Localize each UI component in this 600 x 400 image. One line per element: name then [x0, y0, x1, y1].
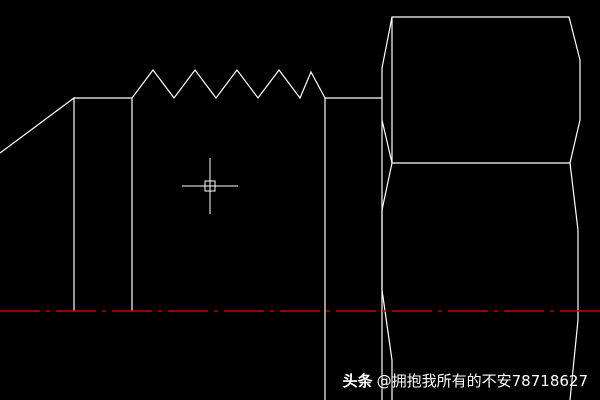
thread-profile[interactable] [131, 69, 326, 100]
watermark: 头条@拥抱我所有的不安78718627 [343, 370, 588, 391]
pickbox-icon [204, 180, 216, 192]
hex-nut-lower-left[interactable] [381, 162, 393, 400]
crosshair-cursor-icon [182, 158, 238, 214]
hex-nut-lower-right[interactable] [569, 162, 579, 400]
thread-shank-outline[interactable] [0, 96, 75, 311]
hex-nut-outline[interactable] [381, 16, 581, 400]
watermark-handle: @拥抱我所有的不安78718627 [376, 372, 588, 390]
watermark-brand: 头条 [342, 372, 373, 390]
